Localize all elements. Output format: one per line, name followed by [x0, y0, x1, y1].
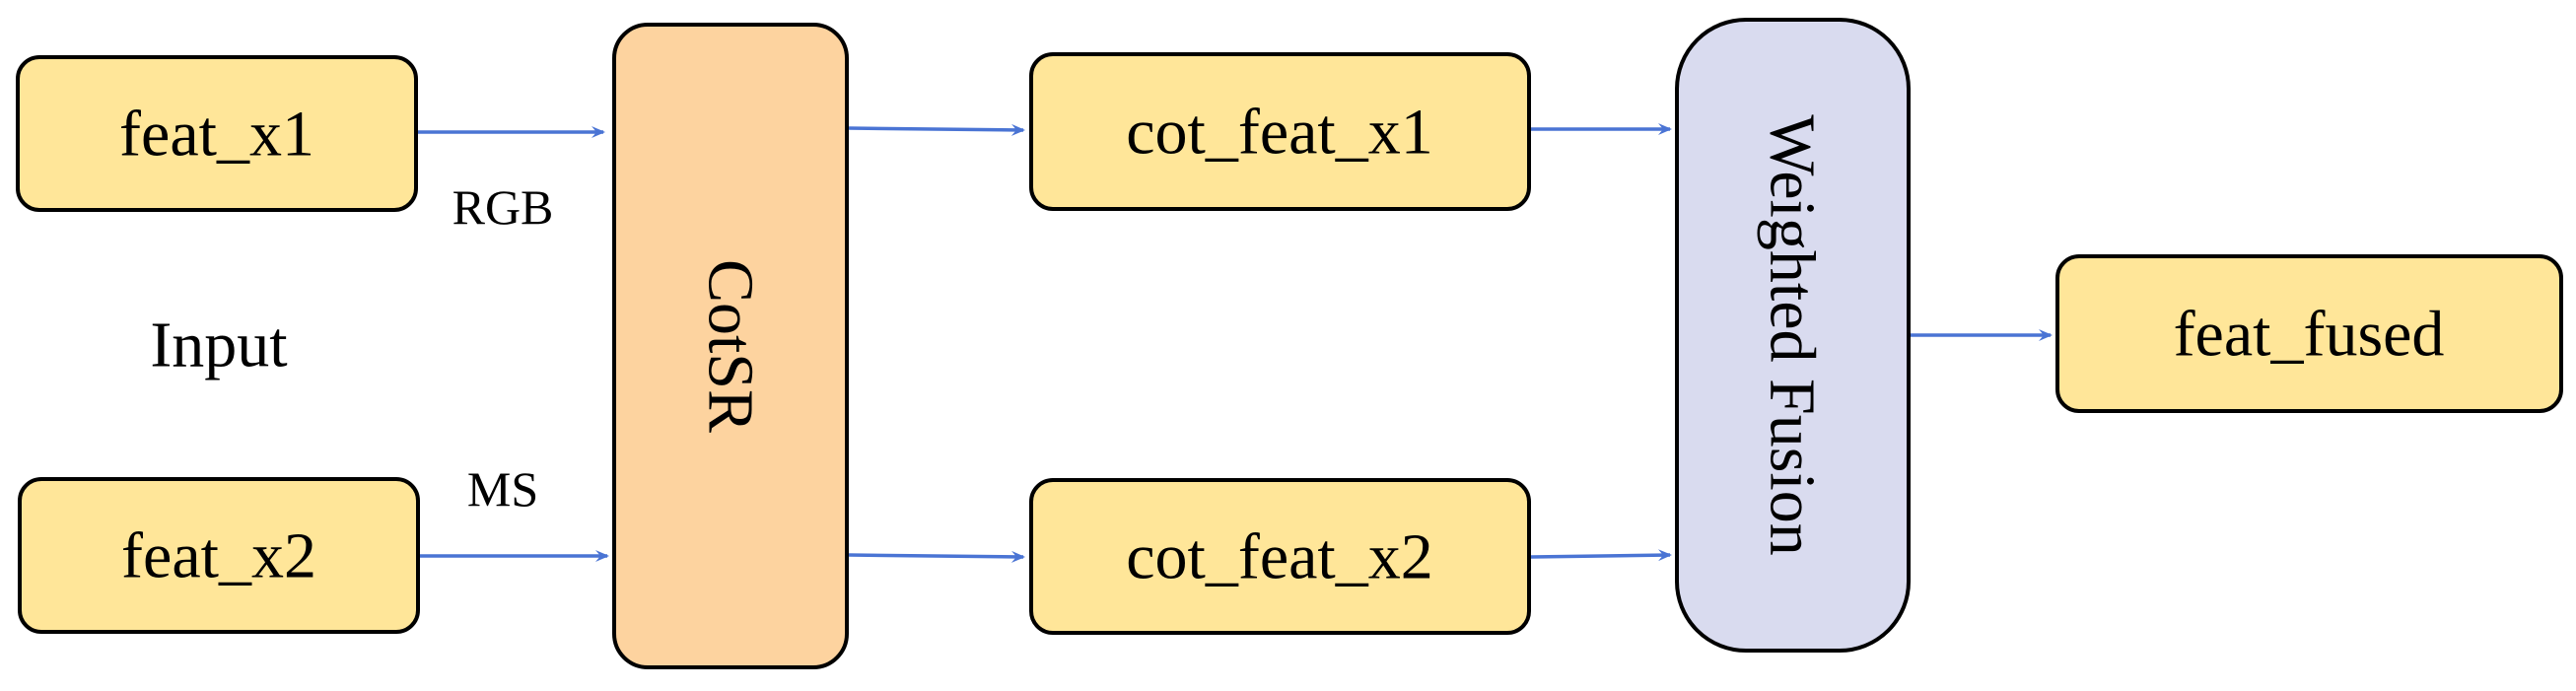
cot-feat-x1-box — [1029, 52, 1531, 211]
cotsr-node: CotSR — [612, 23, 849, 669]
feat-fused-box — [2055, 254, 2563, 413]
arrow-cotsr-to-cot-feat-x1 — [848, 123, 1025, 136]
arrow-cotsr-to-cot-feat-x2 — [848, 550, 1025, 563]
feat-x2-label: feat_x2 — [121, 520, 316, 592]
cot-feat-x1-node: cot_feat_x1 — [1029, 52, 1531, 211]
feat-x2-node: feat_x2 — [18, 477, 420, 634]
weighted-fusion-label: Weighted Fusion — [1757, 114, 1829, 556]
feat-x1-box — [16, 55, 418, 212]
input-label: Input — [150, 310, 287, 381]
cot-feat-x2-node: cot_feat_x2 — [1029, 478, 1531, 635]
cot-feat-x2-label: cot_feat_x2 — [1126, 521, 1433, 593]
weighted-fusion-node: Weighted Fusion — [1675, 18, 1911, 653]
cot-feat-x1-label: cot_feat_x1 — [1126, 97, 1433, 169]
cotsr-box — [612, 23, 849, 669]
cot-feat-x2-box — [1029, 478, 1531, 635]
cotsr-label: CotSR — [695, 259, 767, 433]
ms-edge-label: MS — [467, 461, 538, 517]
weighted-fusion-box — [1675, 18, 1911, 653]
rgb-edge-label: RGB — [453, 179, 554, 235]
arrow-cot-feat-x2-to-fusion — [1530, 549, 1672, 562]
feat-x2-box — [18, 477, 420, 634]
feat-fused-label: feat_fused — [2174, 299, 2445, 371]
feat-x1-label: feat_x1 — [119, 99, 314, 171]
feat-fused-node: feat_fused — [2055, 254, 2563, 413]
feat-x1-node: feat_x1 — [16, 55, 418, 212]
